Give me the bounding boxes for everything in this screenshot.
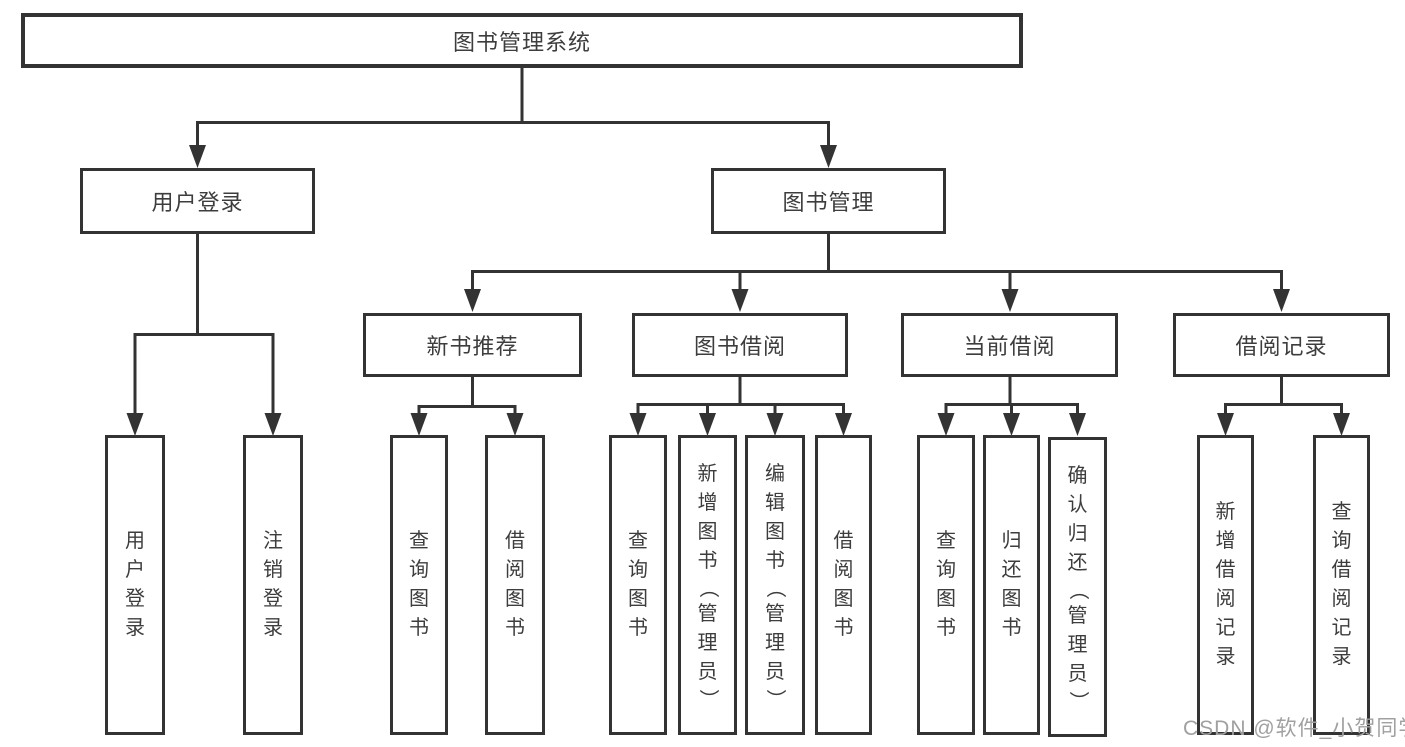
- arrowhead: [820, 145, 837, 168]
- watermark: CSDN @软件_小贺同学: [1183, 717, 1405, 740]
- leaf-records-add-record: 新增借阅记录: [1197, 435, 1254, 735]
- arrowhead: [506, 413, 524, 436]
- node-user-login: 用户登录: [80, 168, 315, 234]
- arrowhead: [835, 413, 852, 436]
- node-current-borrow-label: 当前借阅: [963, 334, 1056, 359]
- leaf-borrow-edit-books-admin-label: 编辑图书（管理员）: [764, 462, 786, 709]
- connector-root-to-level2: [196, 68, 830, 162]
- connector-borrow-records-children: [1224, 377, 1343, 428]
- leaf-current-query-books-label: 查询图书: [936, 530, 956, 639]
- leaf-user-login: 用户登录: [105, 435, 165, 735]
- connector-book-mgmt-children: [471, 234, 1283, 306]
- node-borrow-records: 借阅记录: [1173, 313, 1390, 377]
- arrowhead: [1333, 413, 1350, 436]
- leaf-current-return-books: 归还图书: [983, 435, 1040, 735]
- arrowhead: [731, 289, 749, 312]
- node-user-login-label: 用户登录: [151, 190, 244, 215]
- leaf-current-confirm-return-admin: 确认归还（管理员）: [1048, 437, 1107, 737]
- node-current-borrow: 当前借阅: [901, 313, 1118, 377]
- connector-book-borrow-children: [636, 377, 845, 428]
- arrowhead: [1217, 413, 1234, 436]
- arrowhead: [629, 413, 647, 436]
- connector-new-book-children: [417, 377, 517, 428]
- leaf-current-return-books-label: 归还图书: [1001, 530, 1022, 639]
- node-book-management-label: 图书管理: [782, 190, 875, 215]
- leaf-borrow-query-books: 查询图书: [609, 435, 667, 735]
- node-book-borrow: 图书借阅: [632, 313, 848, 377]
- leaf-user-login-label: 用户登录: [125, 530, 145, 639]
- arrowhead: [766, 413, 784, 436]
- node-library-system: 图书管理系统: [21, 13, 1023, 68]
- node-library-system-label: 图书管理系统: [452, 29, 591, 55]
- node-book-management: 图书管理: [711, 168, 946, 234]
- arrowhead: [937, 413, 955, 436]
- leaf-logout: 注销登录: [243, 435, 303, 735]
- node-new-book-recommend: 新书推荐: [363, 313, 582, 377]
- arrowhead: [189, 145, 206, 168]
- leaf-newrec-query-books: 查询图书: [390, 435, 448, 735]
- arrowheads: [126, 145, 1350, 436]
- node-book-borrow-label: 图书借阅: [693, 334, 786, 359]
- arrowhead: [126, 413, 144, 436]
- arrowhead: [1273, 289, 1290, 312]
- leaf-borrow-add-books-admin: 新增图书（管理员）: [678, 435, 737, 735]
- arrowhead: [699, 413, 716, 436]
- leaf-borrow-edit-books-admin: 编辑图书（管理员）: [745, 435, 805, 735]
- leaf-borrow-borrow-books-label: 借阅图书: [833, 530, 854, 639]
- arrowhead: [410, 413, 428, 436]
- arrowhead: [1001, 289, 1019, 312]
- leaf-borrow-add-books-admin-label: 新增图书（管理员）: [696, 462, 719, 709]
- leaf-borrow-borrow-books: 借阅图书: [815, 435, 872, 735]
- leaf-newrec-borrow-books: 借阅图书: [485, 435, 545, 735]
- leaf-borrow-query-books-label: 查询图书: [628, 530, 648, 639]
- arrowhead: [1003, 413, 1020, 436]
- leaf-records-query-record: 查询借阅记录: [1313, 435, 1370, 735]
- node-new-book-recommend-label: 新书推荐: [426, 334, 519, 359]
- leaf-logout-label: 注销登录: [263, 530, 283, 639]
- leaf-newrec-query-books-label: 查询图书: [409, 530, 429, 639]
- connector-user-login-children: [133, 234, 275, 428]
- arrowhead: [264, 413, 282, 436]
- arrowhead: [464, 289, 481, 312]
- node-borrow-records-label: 借阅记录: [1235, 334, 1328, 359]
- arrowhead: [1069, 413, 1086, 436]
- leaf-current-query-books: 查询图书: [917, 435, 975, 735]
- leaf-records-query-record-label: 查询借阅记录: [1331, 501, 1352, 668]
- leaf-current-confirm-return-admin-label: 确认归还（管理员）: [1066, 464, 1089, 711]
- leaf-newrec-borrow-books-label: 借阅图书: [505, 530, 525, 639]
- leaf-records-add-record-label: 新增借阅记录: [1215, 501, 1236, 668]
